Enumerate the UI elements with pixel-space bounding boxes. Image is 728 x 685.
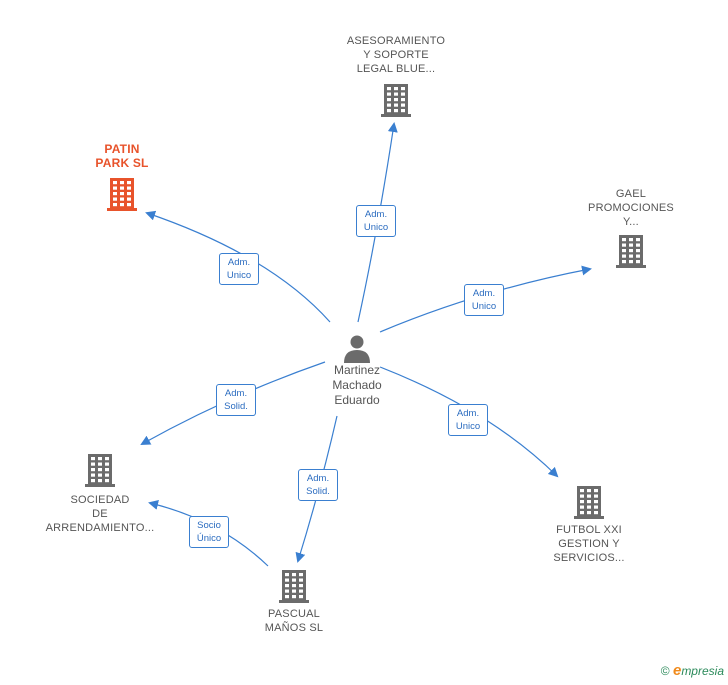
node-sociedad[interactable]: SOCIEDAD DE ARRENDAMIENTO... <box>40 452 160 535</box>
building-icon <box>279 570 309 603</box>
brand-logo-text: mpresia <box>681 664 724 678</box>
edge-badge-asesoramiento[interactable]: Adm. Unico <box>356 205 396 237</box>
edge-badge-patin[interactable]: Adm. Unico <box>219 253 259 285</box>
person-icon <box>344 335 370 363</box>
edge-badge-pascual[interactable]: Adm. Solid. <box>298 469 338 501</box>
node-gael[interactable]: GAEL PROMOCIONES Y... <box>576 187 686 269</box>
copyright-icon: © <box>660 664 670 678</box>
brand-footer: © empresia <box>661 662 724 679</box>
node-label: ASESORAMIENTO Y SOPORTE LEGAL BLUE... <box>346 35 446 75</box>
building-icon <box>107 178 137 211</box>
edge-badge-pascual-sociedad[interactable]: Socio Único <box>189 516 229 548</box>
person-name: Martinez Machado Eduardo <box>332 363 382 407</box>
brand-logo-e: e <box>672 662 682 679</box>
center-person[interactable]: Martinez Machado Eduardo <box>310 333 404 408</box>
building-icon <box>85 454 115 487</box>
node-patin[interactable]: PATIN PARK SL <box>72 142 172 212</box>
building-icon <box>574 486 604 519</box>
edge-badge-futbol[interactable]: Adm. Unico <box>448 404 488 436</box>
node-pascual[interactable]: PASCUAL MAÑOS SL <box>244 568 344 635</box>
node-label: SOCIEDAD DE ARRENDAMIENTO... <box>45 494 155 534</box>
node-label: FUTBOL XXI GESTION Y SERVICIOS... <box>553 524 625 564</box>
node-label: PASCUAL MAÑOS SL <box>264 608 324 634</box>
node-label: GAEL PROMOCIONES Y... <box>588 188 674 228</box>
edge-badge-gael[interactable]: Adm. Unico <box>464 284 504 316</box>
building-icon <box>381 84 411 117</box>
node-futbol[interactable]: FUTBOL XXI GESTION Y SERVICIOS... <box>534 484 644 565</box>
building-icon <box>616 235 646 268</box>
node-asesoramiento[interactable]: ASESORAMIENTO Y SOPORTE LEGAL BLUE... <box>336 34 456 118</box>
edge-badge-sociedad[interactable]: Adm. Solid. <box>216 384 256 416</box>
node-label: PATIN PARK SL <box>95 142 149 170</box>
